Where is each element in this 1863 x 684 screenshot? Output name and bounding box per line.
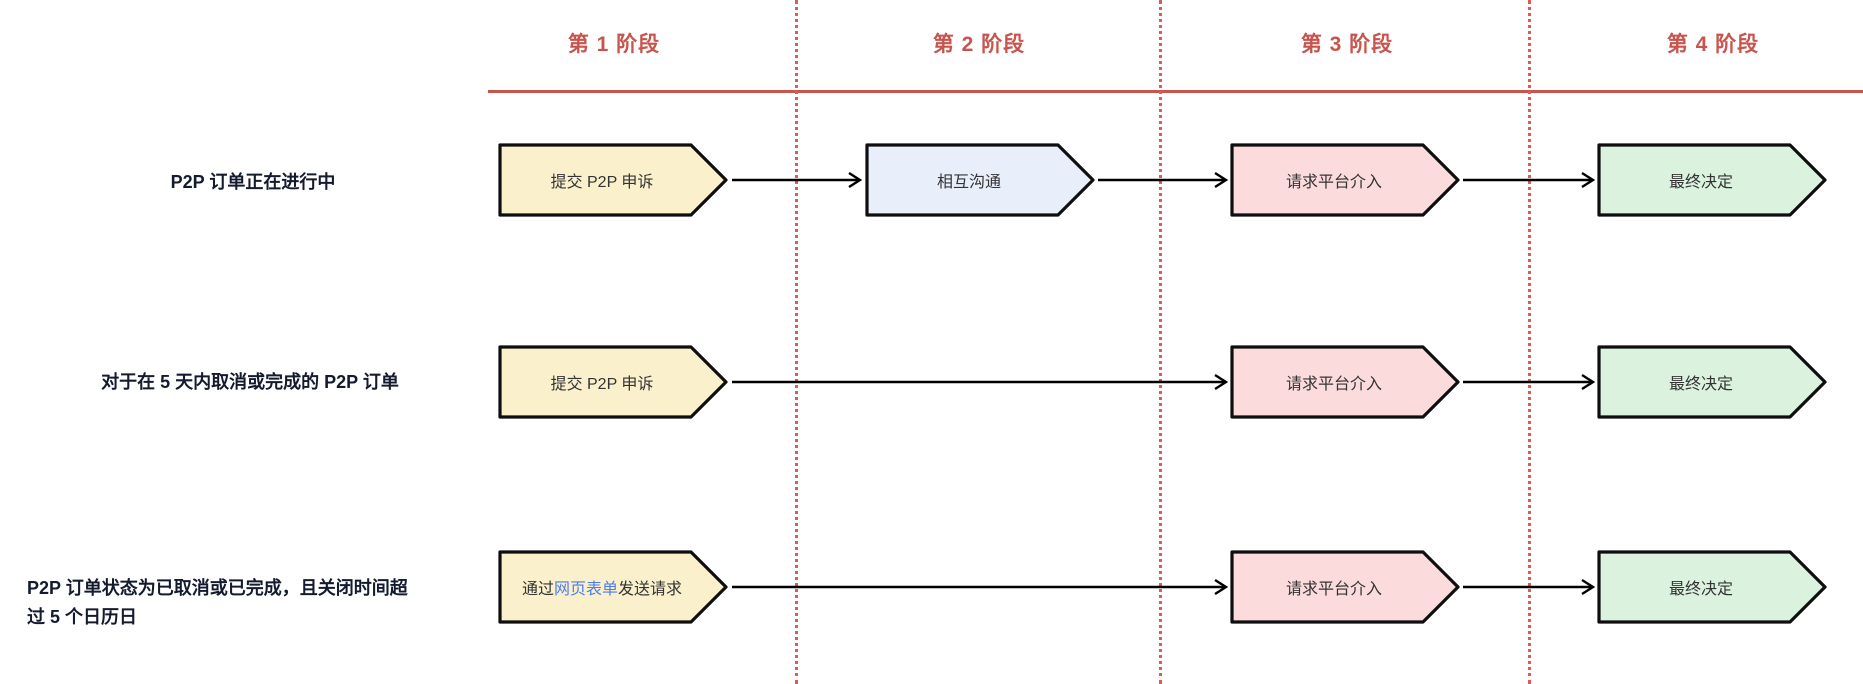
platform-intervention-box-row1: 请求平台介入 [1230, 143, 1460, 217]
pentagon-shape [498, 143, 728, 217]
stage-header-1: 第 1 阶段 [567, 33, 661, 56]
flow-arrow [1098, 171, 1229, 189]
row-label-closed-over-5-days: P2P 订单状态为已取消或已完成，且关闭时间超 过 5 个日历日 [27, 574, 483, 632]
pentagon-shape [1597, 345, 1827, 419]
flow-arrow [732, 373, 1229, 391]
pentagon-shape [1230, 345, 1460, 419]
stage-header-2: 第 2 阶段 [932, 33, 1026, 56]
row-label-cancelled-within-5-days: 对于在 5 天内取消或完成的 P2P 订单 [101, 372, 399, 392]
stage-separator-2 [1159, 0, 1162, 684]
pentagon-shape [498, 550, 728, 624]
stage-header-4: 第 4 阶段 [1666, 33, 1760, 56]
pentagon-shape [1230, 143, 1460, 217]
platform-intervention-label: 请求平台介入 [1285, 581, 1382, 598]
header-divider-line [488, 90, 1863, 93]
submit-appeal-box-row1: 提交 P2P 申诉 [498, 143, 728, 217]
pentagon-shape [1597, 550, 1827, 624]
row-label-line-1: P2P 订单状态为已取消或已完成，且关闭时间超 [27, 578, 408, 598]
row-label-line-2: 过 5 个日历日 [27, 607, 138, 627]
web-form-link[interactable]: 网页表单 [553, 581, 618, 598]
platform-intervention-box-row3: 请求平台介入 [1230, 550, 1460, 624]
web-form-prefix-text: 通过 [521, 581, 554, 598]
final-decision-label: 最终决定 [1668, 581, 1733, 598]
submit-appeal-box-row2: 提交 P2P 申诉 [498, 345, 728, 419]
platform-intervention-label: 请求平台介入 [1285, 174, 1382, 191]
flow-arrow [1463, 171, 1596, 189]
web-form-request-label: 通过网页表单发送请求 [504, 550, 700, 624]
final-decision-label: 最终决定 [1668, 376, 1733, 393]
row-label-order-in-progress: P2P 订单正在进行中 [170, 172, 336, 192]
web-form-request-box-row3: 通过网页表单发送请求 [498, 550, 728, 624]
pentagon-shape [1597, 143, 1827, 217]
platform-intervention-label: 请求平台介入 [1285, 376, 1382, 393]
stage-separator-3 [1528, 0, 1531, 684]
flow-arrow [1463, 373, 1596, 391]
submit-appeal-label: 提交 P2P 申诉 [550, 376, 654, 393]
final-decision-label: 最终决定 [1668, 174, 1733, 191]
mutual-communication-label: 相互沟通 [936, 174, 1001, 191]
stage-separator-1 [795, 0, 798, 684]
final-decision-box-row2: 最终决定 [1597, 345, 1827, 419]
pentagon-shape [1230, 550, 1460, 624]
mutual-communication-box-row1: 相互沟通 [865, 143, 1095, 217]
submit-appeal-label: 提交 P2P 申诉 [550, 174, 654, 191]
web-form-suffix-text: 发送请求 [618, 581, 683, 598]
flow-arrow [1463, 578, 1596, 596]
final-decision-box-row3: 最终决定 [1597, 550, 1827, 624]
pentagon-shape [498, 345, 728, 419]
stage-header-3: 第 3 阶段 [1300, 33, 1394, 56]
flow-arrow [732, 578, 1229, 596]
flow-arrow [732, 171, 863, 189]
pentagon-shape [865, 143, 1095, 217]
platform-intervention-box-row2: 请求平台介入 [1230, 345, 1460, 419]
final-decision-box-row1: 最终决定 [1597, 143, 1827, 217]
